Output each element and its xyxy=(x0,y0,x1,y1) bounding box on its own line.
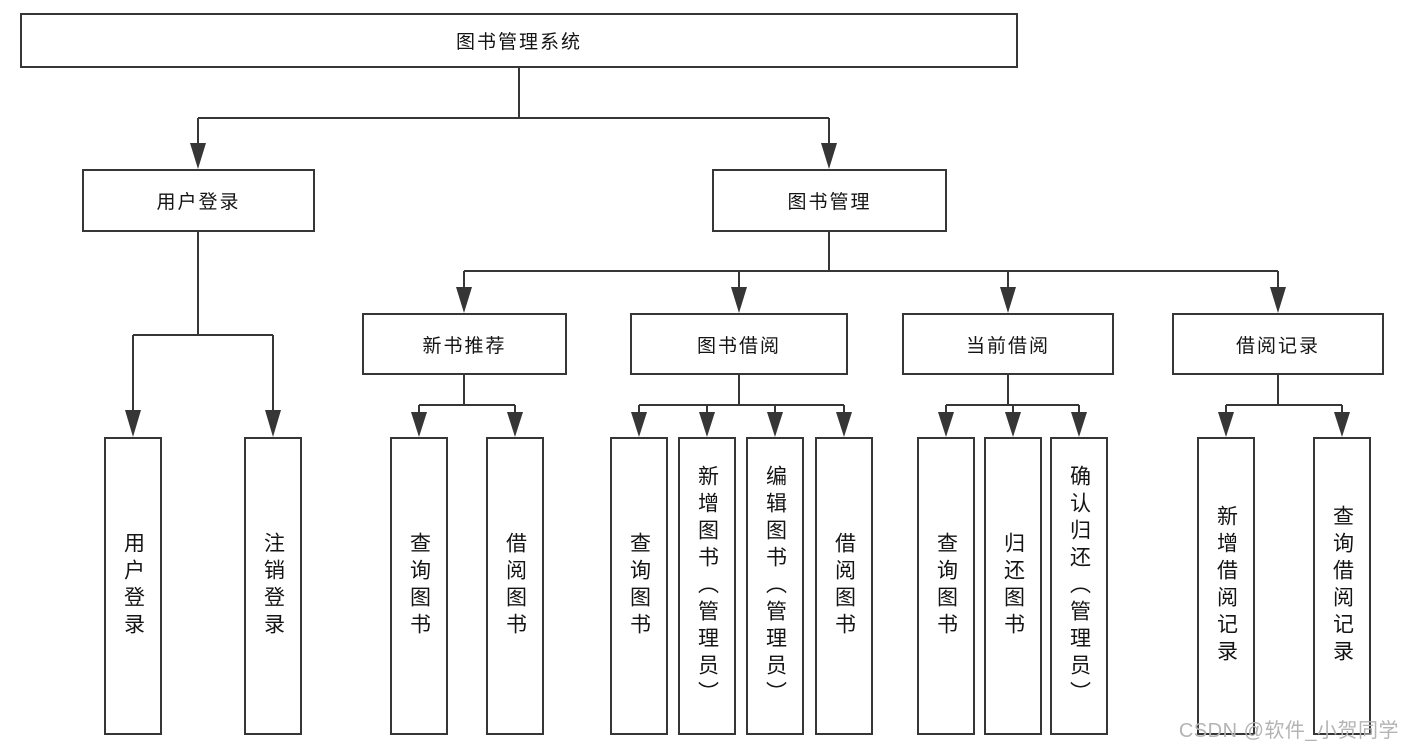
node-leaf-edit-book: 编辑图书（管理员） xyxy=(746,437,804,735)
node-leaf-add-book: 新增图书（管理员） xyxy=(678,437,736,735)
csdn-watermark: CSDN @软件_小贺同学 xyxy=(1178,720,1399,742)
node-leaf-query-book-3-label: 查询图书 xyxy=(934,532,958,640)
node-leaf-add-book-label: 新增图书（管理员） xyxy=(695,464,719,708)
node-new-book-rec: 新书推荐 xyxy=(362,313,567,375)
node-new-book-rec-label: 新书推荐 xyxy=(422,335,507,357)
node-leaf-borrow-book-1: 借阅图书 xyxy=(486,437,544,735)
node-user-login: 用户登录 xyxy=(82,169,315,232)
node-book-mgmt-label: 图书管理 xyxy=(787,192,872,213)
node-leaf-confirm-return-label: 确认归还（管理员） xyxy=(1067,464,1091,708)
node-borrow-records: 借阅记录 xyxy=(1172,313,1384,375)
node-leaf-logout-label: 注销登录 xyxy=(261,532,285,640)
node-current-borrow-label: 当前借阅 xyxy=(965,335,1050,357)
node-leaf-query-book-1: 查询图书 xyxy=(390,437,448,735)
node-leaf-query-book-2: 查询图书 xyxy=(610,437,668,735)
node-leaf-return-book-label: 归还图书 xyxy=(1001,532,1025,640)
node-leaf-user-login-label: 用户登录 xyxy=(121,532,145,640)
node-book-borrow: 图书借阅 xyxy=(630,313,848,375)
node-borrow-records-label: 借阅记录 xyxy=(1235,335,1320,357)
node-current-borrow: 当前借阅 xyxy=(902,313,1114,375)
node-leaf-borrow-book-2: 借阅图书 xyxy=(815,437,873,735)
node-root: 图书管理系统 xyxy=(20,13,1018,68)
arrowheads xyxy=(125,143,1350,437)
node-leaf-query-book-2-label: 查询图书 xyxy=(627,532,651,640)
node-leaf-logout: 注销登录 xyxy=(244,437,302,735)
node-leaf-query-book-3: 查询图书 xyxy=(917,437,975,735)
node-leaf-query-book-1-label: 查询图书 xyxy=(407,532,431,640)
node-leaf-edit-book-label: 编辑图书（管理员） xyxy=(763,464,787,708)
node-root-label: 图书管理系统 xyxy=(455,32,582,53)
node-leaf-borrow-book-2-label: 借阅图书 xyxy=(832,532,856,640)
node-book-borrow-label: 图书借阅 xyxy=(696,335,781,357)
node-leaf-add-record-label: 新增借阅记录 xyxy=(1214,505,1238,667)
node-leaf-user-login: 用户登录 xyxy=(104,437,162,735)
node-book-mgmt: 图书管理 xyxy=(712,169,947,232)
node-leaf-query-record: 查询借阅记录 xyxy=(1313,437,1371,735)
node-leaf-add-record: 新增借阅记录 xyxy=(1197,437,1255,735)
node-leaf-return-book: 归还图书 xyxy=(984,437,1042,735)
node-user-login-label: 用户登录 xyxy=(156,192,241,213)
node-leaf-query-record-label: 查询借阅记录 xyxy=(1330,505,1354,667)
node-leaf-confirm-return: 确认归还（管理员） xyxy=(1050,437,1108,735)
node-leaf-borrow-book-1-label: 借阅图书 xyxy=(503,532,527,640)
